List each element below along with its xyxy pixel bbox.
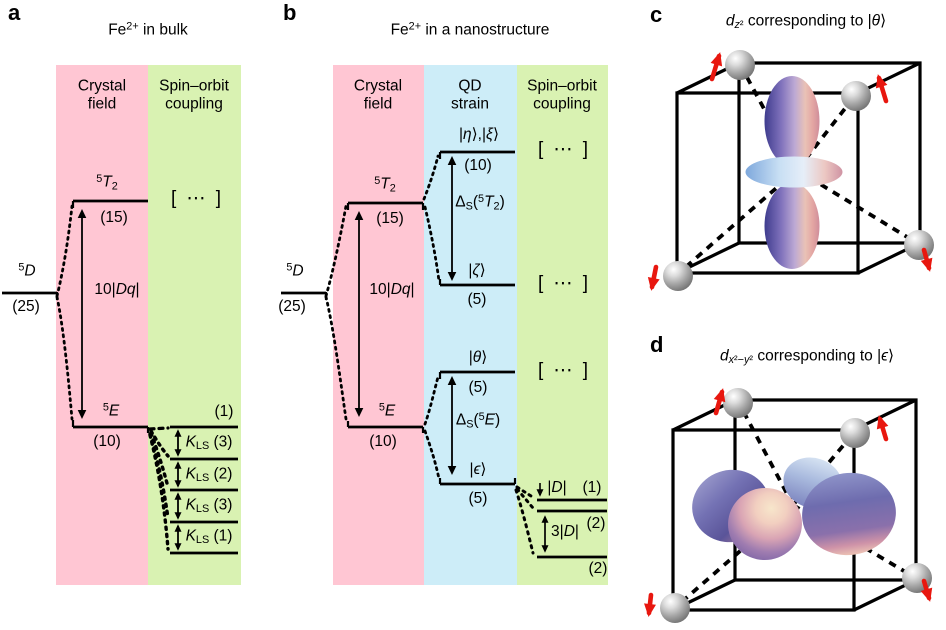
degeneracy-theta: (5) (468, 378, 488, 396)
level-label-eta-xi: |η⟩,|ξ⟩ (458, 125, 500, 143)
level-label-epsilon: |ϵ⟩ (469, 460, 487, 478)
kls-gap-label: KLS (2) (185, 465, 233, 484)
degeneracy-epsilon: (5) (468, 489, 488, 507)
panel-c-letter: c (650, 2, 663, 27)
so-level-degeneracy: (2) (588, 559, 608, 577)
degeneracy-5D: (25) (278, 297, 306, 315)
kls-gap-label: KLS (1) (185, 527, 233, 546)
so-bracket: [ ⋯ ] (537, 359, 589, 381)
kls-gap-label: KLS (3) (185, 433, 233, 452)
gap-label-10Dq: 10|Dq| (369, 280, 415, 298)
degeneracy-5E: (10) (369, 432, 397, 450)
degeneracy-5E: (10) (93, 432, 121, 450)
degeneracy-5T2: (15) (100, 208, 128, 226)
panel-b-letter: b (283, 0, 297, 25)
level-label-5D: 5D (286, 261, 304, 280)
so-level-degeneracy: (2) (586, 514, 606, 532)
dz2-orbital (745, 76, 843, 269)
level-label-5T2: 5T2 (374, 174, 396, 195)
panel-d-title: dx²−y² corresponding to |ϵ⟩ (719, 347, 895, 366)
panel-b-arrows (354, 156, 549, 553)
gap-label-strain-5T2: ΔS(5T2) (455, 192, 505, 213)
panel-a-title: Fe2+ in bulk (108, 20, 188, 39)
panel-c-spin-arrows (647, 52, 933, 291)
dx2y2-orbital (692, 457, 896, 561)
degeneracy-5D: (25) (12, 297, 40, 315)
panel-a-columns (56, 65, 241, 585)
panel-b-levels (281, 150, 607, 559)
degeneracy-eta-xi: (10) (464, 156, 492, 174)
level-label-zeta: |ζ⟩ (468, 261, 486, 279)
gap-label-D: |D| (547, 478, 567, 496)
level-label-5E: 5E (102, 401, 120, 420)
panel-a-arrows (77, 209, 182, 551)
panel-a-levels (2, 199, 238, 555)
gap-label-3D: 3|D| (551, 522, 579, 540)
level-label-5D: 5D (18, 261, 36, 280)
panel-d-spin-arrows (644, 388, 933, 617)
level-label-theta: |θ⟩ (468, 348, 488, 366)
so-bracket: [ ⋯ ] (170, 187, 222, 209)
panel-a-letter: a (8, 0, 21, 25)
gap-label-10Dq: 10|Dq| (94, 280, 140, 298)
panel-a-dashed-connectors (55, 204, 170, 551)
level-label-5E: 5E (378, 401, 396, 420)
so-level-degeneracy: (1) (214, 402, 234, 420)
level-label-5T2: 5T2 (96, 172, 118, 193)
kls-gap-label: KLS (3) (185, 496, 233, 515)
degeneracy-zeta: (5) (467, 290, 487, 308)
gap-label-strain-5E: ΔS(5E) (455, 410, 501, 431)
degeneracy-5T2: (15) (376, 209, 404, 227)
panel-b-columns (333, 65, 608, 585)
panel-c-title: dz² corresponding to |θ⟩ (725, 12, 887, 31)
panel-b-dashed-connectors (324, 154, 536, 555)
so-bracket: [ ⋯ ] (537, 138, 589, 160)
panel-d-letter: d (650, 332, 664, 357)
panel-b-title: Fe2+ in a nanostructure (390, 20, 550, 39)
so-bracket: [ ⋯ ] (537, 272, 589, 294)
so-level-degeneracy: (1) (582, 478, 602, 496)
